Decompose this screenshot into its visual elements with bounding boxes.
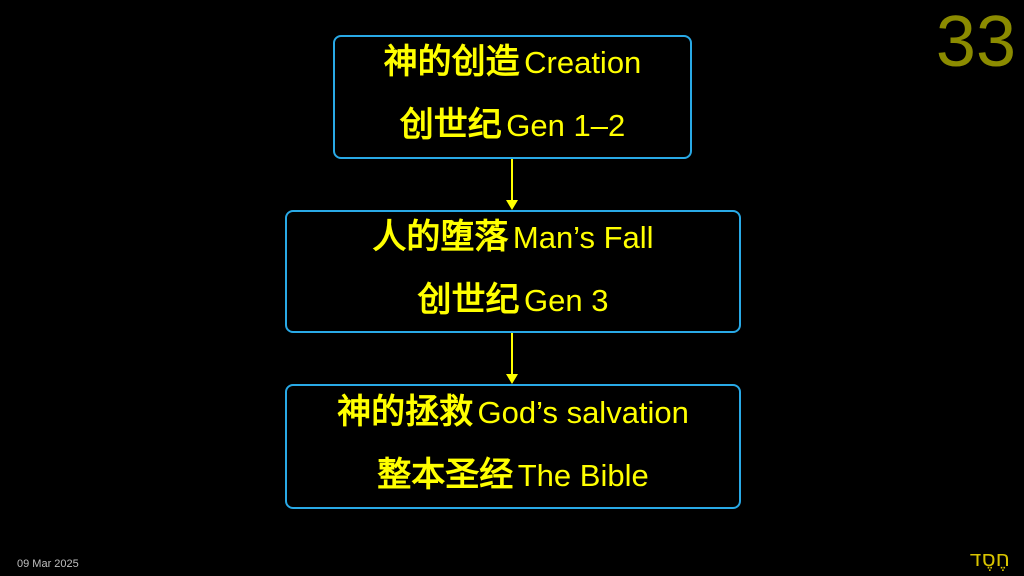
arrow-creation-to-fall — [506, 159, 518, 210]
title-chinese: 神的创造 — [383, 42, 520, 82]
title-chinese: 神的拯救 — [337, 391, 474, 432]
reference-english: The Bible — [517, 457, 649, 493]
title-chinese: 人的堕落 — [372, 216, 509, 257]
title-english: Creation — [524, 45, 642, 80]
reference-chinese: 创世纪 — [417, 279, 520, 320]
flow-box-title-line: 神的拯救 God’s salvation — [337, 384, 689, 447]
arrow-fall-to-salvation — [506, 333, 518, 384]
flow-box-title-line: 神的创造 Creation — [384, 34, 642, 97]
reference-chinese: 创世纪 — [399, 105, 502, 145]
flow-box-reference-line: 创世纪 Gen 3 — [418, 272, 609, 335]
flow-box-creation: 神的创造 Creation 创世纪 Gen 1–2 — [333, 35, 692, 159]
flow-box-reference-line: 整本圣经 The Bible — [377, 447, 648, 510]
reference-english: Gen 3 — [524, 282, 609, 318]
footer-logo: חֶסֶד — [969, 547, 1010, 572]
slide-number: 33 — [935, 2, 1016, 82]
title-english: God’s salvation — [477, 394, 689, 430]
flow-box-title-line: 人的堕落 Man’s Fall — [372, 209, 653, 272]
footer-date: 09 Mar 2025 — [17, 558, 79, 570]
title-english: Man’s Fall — [512, 219, 654, 255]
reference-english: Gen 1–2 — [506, 108, 626, 143]
flow-box-salvation: 神的拯救 God’s salvation 整本圣经 The Bible — [285, 384, 741, 509]
reference-chinese: 整本圣经 — [377, 454, 514, 495]
flow-box-fall: 人的堕落 Man’s Fall 创世纪 Gen 3 — [285, 210, 741, 333]
flow-box-reference-line: 创世纪 Gen 1–2 — [400, 97, 625, 160]
